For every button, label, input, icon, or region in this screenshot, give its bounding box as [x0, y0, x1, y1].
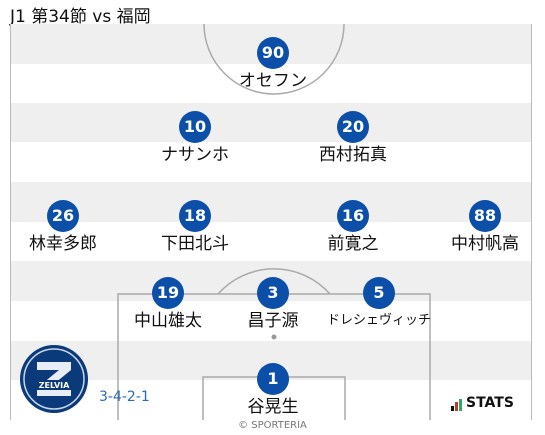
logo-text: ZELVIA	[39, 381, 70, 390]
player-name: 林幸多郎	[29, 234, 97, 254]
player-name: 西村拓真	[319, 145, 387, 165]
player-name: ドレシェヴィッチ	[326, 313, 431, 328]
player-name: オセフン	[238, 71, 308, 91]
club-logo: ZELVIA	[20, 345, 88, 413]
player-name: 谷晃生	[247, 397, 299, 417]
player-number: 3	[257, 277, 289, 309]
player-number: 90	[257, 37, 289, 69]
penalty-spot	[271, 334, 277, 340]
player-number: 88	[469, 200, 501, 232]
penalty-arc	[217, 268, 331, 295]
pitch-stripe	[11, 64, 531, 103]
player-number: 5	[363, 277, 395, 309]
player-name: ナサンホ	[161, 145, 229, 165]
player-name: 前寛之	[327, 234, 379, 254]
player-number: 16	[337, 200, 369, 232]
formation-label: 3-4-2-1	[99, 389, 150, 405]
player-marker: 5 ドレシェヴィッチ	[309, 277, 449, 332]
player-name: 中山雄太	[134, 311, 202, 331]
pitch-stripe	[11, 103, 531, 142]
pitch-stripe	[11, 182, 531, 222]
player-name: 昌子源	[247, 311, 299, 331]
stats-brand: STATS	[451, 395, 514, 411]
copyright: © SPORTERIA	[238, 420, 307, 431]
stats-brand-text: STATS	[466, 395, 514, 411]
player-number: 10	[179, 111, 211, 143]
player-number: 26	[47, 200, 79, 232]
player-number: 19	[152, 277, 184, 309]
pitch-stripe	[11, 142, 531, 182]
pitch-stripe	[11, 222, 531, 261]
player-name: 下田北斗	[161, 234, 229, 254]
stats-bars-icon	[451, 399, 462, 411]
player-number: 20	[337, 111, 369, 143]
page-title: J1 第34節 vs 福岡	[10, 7, 151, 27]
center-circle-arc	[203, 24, 345, 95]
player-name: 中村帆高	[451, 234, 519, 254]
player-number: 1	[257, 363, 289, 395]
player-number: 18	[179, 200, 211, 232]
